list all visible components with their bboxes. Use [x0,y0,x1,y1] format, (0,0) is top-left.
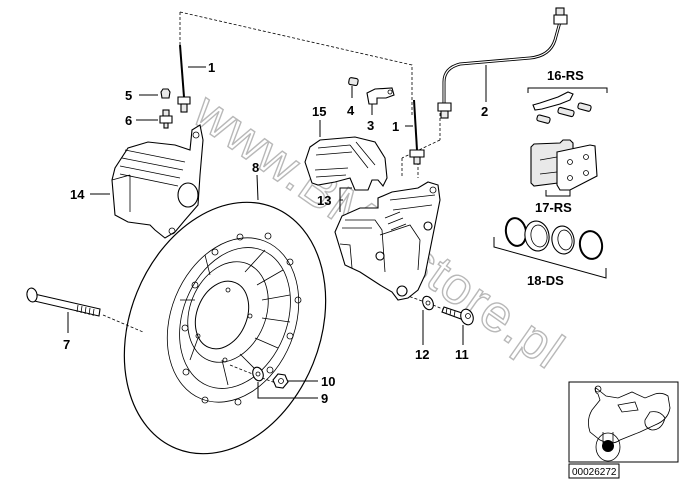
left-brake-caliper[interactable] [111,124,204,239]
callout-4: 4 [347,103,355,118]
callout-11: 11 [455,347,469,362]
callout-13: 13 [317,193,331,208]
brake-pads-17[interactable] [530,139,598,197]
caliper-cover[interactable] [304,136,388,191]
brake-pipe[interactable] [437,7,568,119]
callout-5: 5 [125,88,132,103]
caliper-mounting-bolt[interactable] [441,306,475,327]
callout-1-right: 1 [392,119,399,134]
callout-labels: 1 1 2 3 4 5 6 7 8 9 10 11 12 13 14 15 16… [63,60,584,406]
bleed-valve[interactable] [159,109,173,129]
retaining-pin[interactable] [348,77,359,87]
brake-disc[interactable] [88,172,362,484]
callout-14: 14 [70,187,85,202]
motorcycle-outline-icon [588,385,671,462]
callout-15: 15 [312,104,326,119]
assembly-guide-lines [102,11,446,384]
callout-17-rs: 17-RS [535,200,572,215]
right-brake-caliper[interactable] [334,181,441,301]
callout-16-rs: 16-RS [547,68,584,83]
repair-kit-16[interactable] [527,87,608,124]
pad-retaining-clip[interactable] [366,87,395,105]
disc-nut[interactable] [272,373,289,389]
disc-washer[interactable] [251,366,265,383]
callout-18-ds: 18-DS [527,273,564,288]
callout-12: 12 [415,347,429,362]
callout-7: 7 [63,337,70,352]
location-thumbnail: 00026272 [568,381,679,479]
callout-8: 8 [252,160,259,175]
seal-kit-18[interactable] [493,216,607,279]
callout-6: 6 [125,113,132,128]
bleed-valve-cap[interactable] [160,88,171,99]
reference-number: 00026272 [572,467,617,478]
brake-line-left[interactable] [177,44,191,113]
brake-line-right[interactable] [409,99,425,165]
callout-3: 3 [367,118,374,133]
callout-leaders [67,65,487,399]
callout-9: 9 [321,391,328,406]
callout-10: 10 [321,374,335,389]
highlighted-front-wheel [602,440,614,452]
callout-1-left: 1 [208,60,215,75]
callout-2: 2 [481,104,488,119]
washer[interactable] [421,295,436,312]
long-mounting-bolt[interactable] [26,287,101,317]
